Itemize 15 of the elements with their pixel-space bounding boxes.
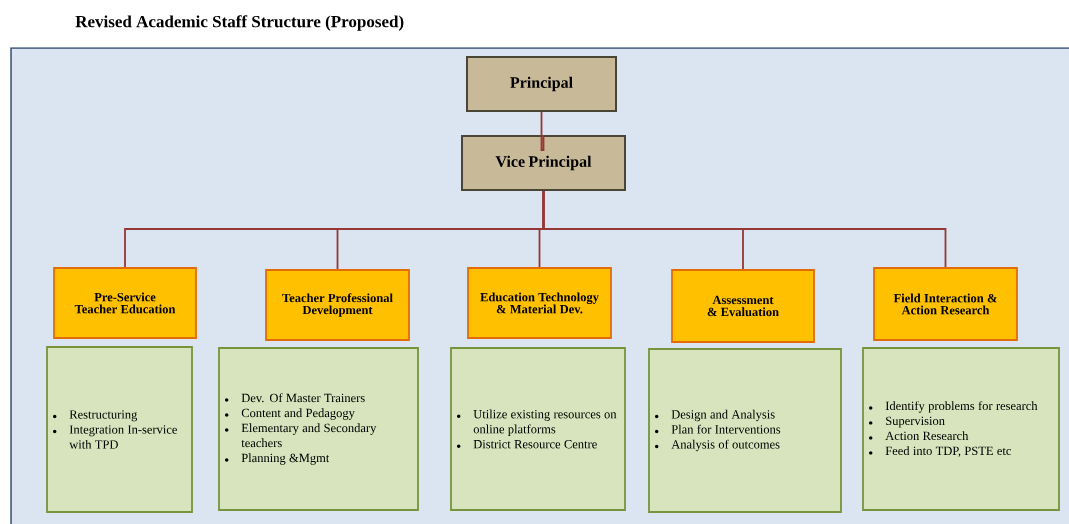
department-box: Teacher Professional Development: [265, 269, 410, 341]
task-list-box: Dev. Of Master Trainers Content and Pedagogy Elementary and Secondary teachers Planning &Mgmt: [218, 347, 419, 511]
task-list-box: Identify problems for research Supervision Action Research Feed into TDP, PSTE etc: [862, 347, 1060, 511]
task-list-box: Restructuring Integration In-service with TPD: [46, 346, 193, 513]
title: Revised Academic Staff Structure (Proposed): [75, 15, 404, 31]
department-box: Education Technology & Material Dev.: [467, 267, 612, 339]
connector-line: [540, 111, 545, 151]
department-box: Assessment & Evaluation: [671, 269, 815, 343]
task-list-box: Utilize existing resources on online platforms District Resource Centre: [450, 347, 626, 511]
department-box: Pre-Service Teacher Education: [53, 267, 197, 339]
head-box: Vice Principal: [461, 135, 626, 191]
task-list-box: Design and Analysis Plan for Interventions Analysis of outcomes: [648, 348, 842, 513]
head-box: Principal: [466, 56, 617, 112]
connector-line: [542, 190, 947, 268]
department-box: Field Interaction & Action Research: [873, 267, 1018, 341]
